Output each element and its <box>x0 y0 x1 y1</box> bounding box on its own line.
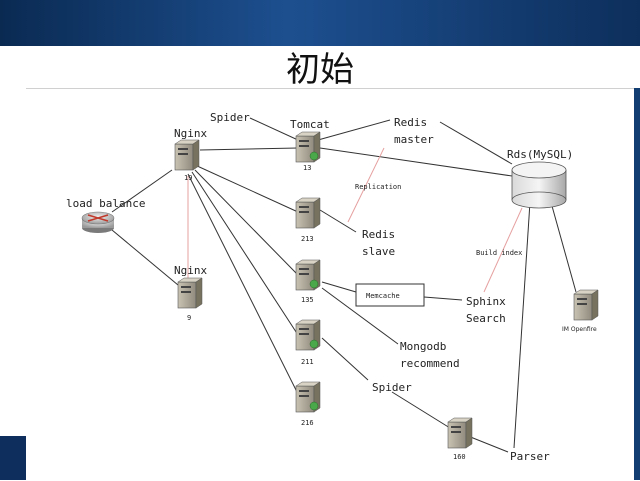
redis-master-label-2: master <box>394 133 434 146</box>
edge-spider-tomcat <box>249 117 299 141</box>
edge-rds-parser <box>513 201 531 449</box>
header-bar <box>0 0 640 46</box>
server-160-id: 160 <box>453 453 466 461</box>
nginx-top-id: 19 <box>184 174 192 182</box>
edge-redis-rds <box>439 121 513 165</box>
sphinx-label-2: Search <box>466 312 506 325</box>
spider-top-label: Spider <box>210 111 250 124</box>
edge-nginx-tomcat <box>199 147 299 151</box>
server-135-id: 135 <box>301 296 314 304</box>
memcache-label: Memcache <box>366 292 400 300</box>
nginx-bottom-label: Nginx <box>174 264 207 277</box>
server-211-id: 211 <box>301 358 314 366</box>
tomcat-id: 13 <box>303 164 311 172</box>
edge-160-parser <box>467 435 509 453</box>
edge-rds-openfire <box>551 205 577 293</box>
server-213-id: 213 <box>301 235 314 243</box>
app-server-icon <box>295 381 321 413</box>
app-server-icon <box>295 319 321 351</box>
edge-211-spider <box>321 337 369 381</box>
mongodb-label-1: Mongodb <box>400 340 446 353</box>
edge-nginx-216 <box>187 173 301 399</box>
slide-title: 初始 <box>286 50 354 90</box>
connections <box>111 117 577 453</box>
app-server-icon <box>295 131 321 163</box>
build-index-label: Build index <box>476 249 522 257</box>
bottom-accent-bar <box>0 436 30 480</box>
edge-nginx-211 <box>191 171 301 339</box>
router-icon <box>81 211 115 233</box>
memcache-box <box>355 283 425 307</box>
nginx-bottom-id: 9 <box>187 314 191 322</box>
edge-replication <box>347 147 385 223</box>
replication-links <box>187 147 523 293</box>
edge-lb-nginx-top <box>111 169 173 213</box>
parser-label: Parser <box>510 450 550 463</box>
server-icon <box>573 289 599 321</box>
edge-213-redis-slave <box>319 209 357 233</box>
edge-nginx-213 <box>194 164 299 213</box>
sphinx-label-1: Sphinx <box>466 295 506 308</box>
redis-slave-label-2: slave <box>362 245 395 258</box>
server-icon <box>174 139 200 171</box>
redis-slave-label-1: Redis <box>362 228 395 241</box>
server-icon <box>447 417 473 449</box>
im-openfire-label: IM Openfire <box>562 326 597 333</box>
redis-master-label-1: Redis <box>394 116 427 129</box>
right-accent-bar <box>634 88 640 480</box>
edge-135-mongodb <box>321 287 399 345</box>
database-icon <box>511 161 567 209</box>
load-balance-label: load balance <box>66 197 145 210</box>
app-server-icon <box>295 259 321 291</box>
edge-135-memcache <box>321 281 357 293</box>
edge-tomcat-redis <box>317 119 391 141</box>
edge-lb-nginx-bottom <box>111 229 179 286</box>
rds-label: Rds(MySQL) <box>507 148 573 161</box>
tomcat-label: Tomcat <box>290 118 330 131</box>
mongodb-label-2: recommend <box>400 357 460 370</box>
edge-spider-160 <box>391 391 451 429</box>
nginx-top-label: Nginx <box>174 127 207 140</box>
edge-memcache-sphinx <box>423 296 463 301</box>
edge-build-index <box>483 207 523 293</box>
server-icon <box>177 277 203 309</box>
edge-nginx-135 <box>194 169 299 276</box>
spider-bottom-label: Spider <box>372 381 412 394</box>
server-216-id: 216 <box>301 419 314 427</box>
replication-label: Replication <box>355 183 401 191</box>
edge-tomcat-rds <box>319 147 513 177</box>
server-icon <box>295 197 321 229</box>
